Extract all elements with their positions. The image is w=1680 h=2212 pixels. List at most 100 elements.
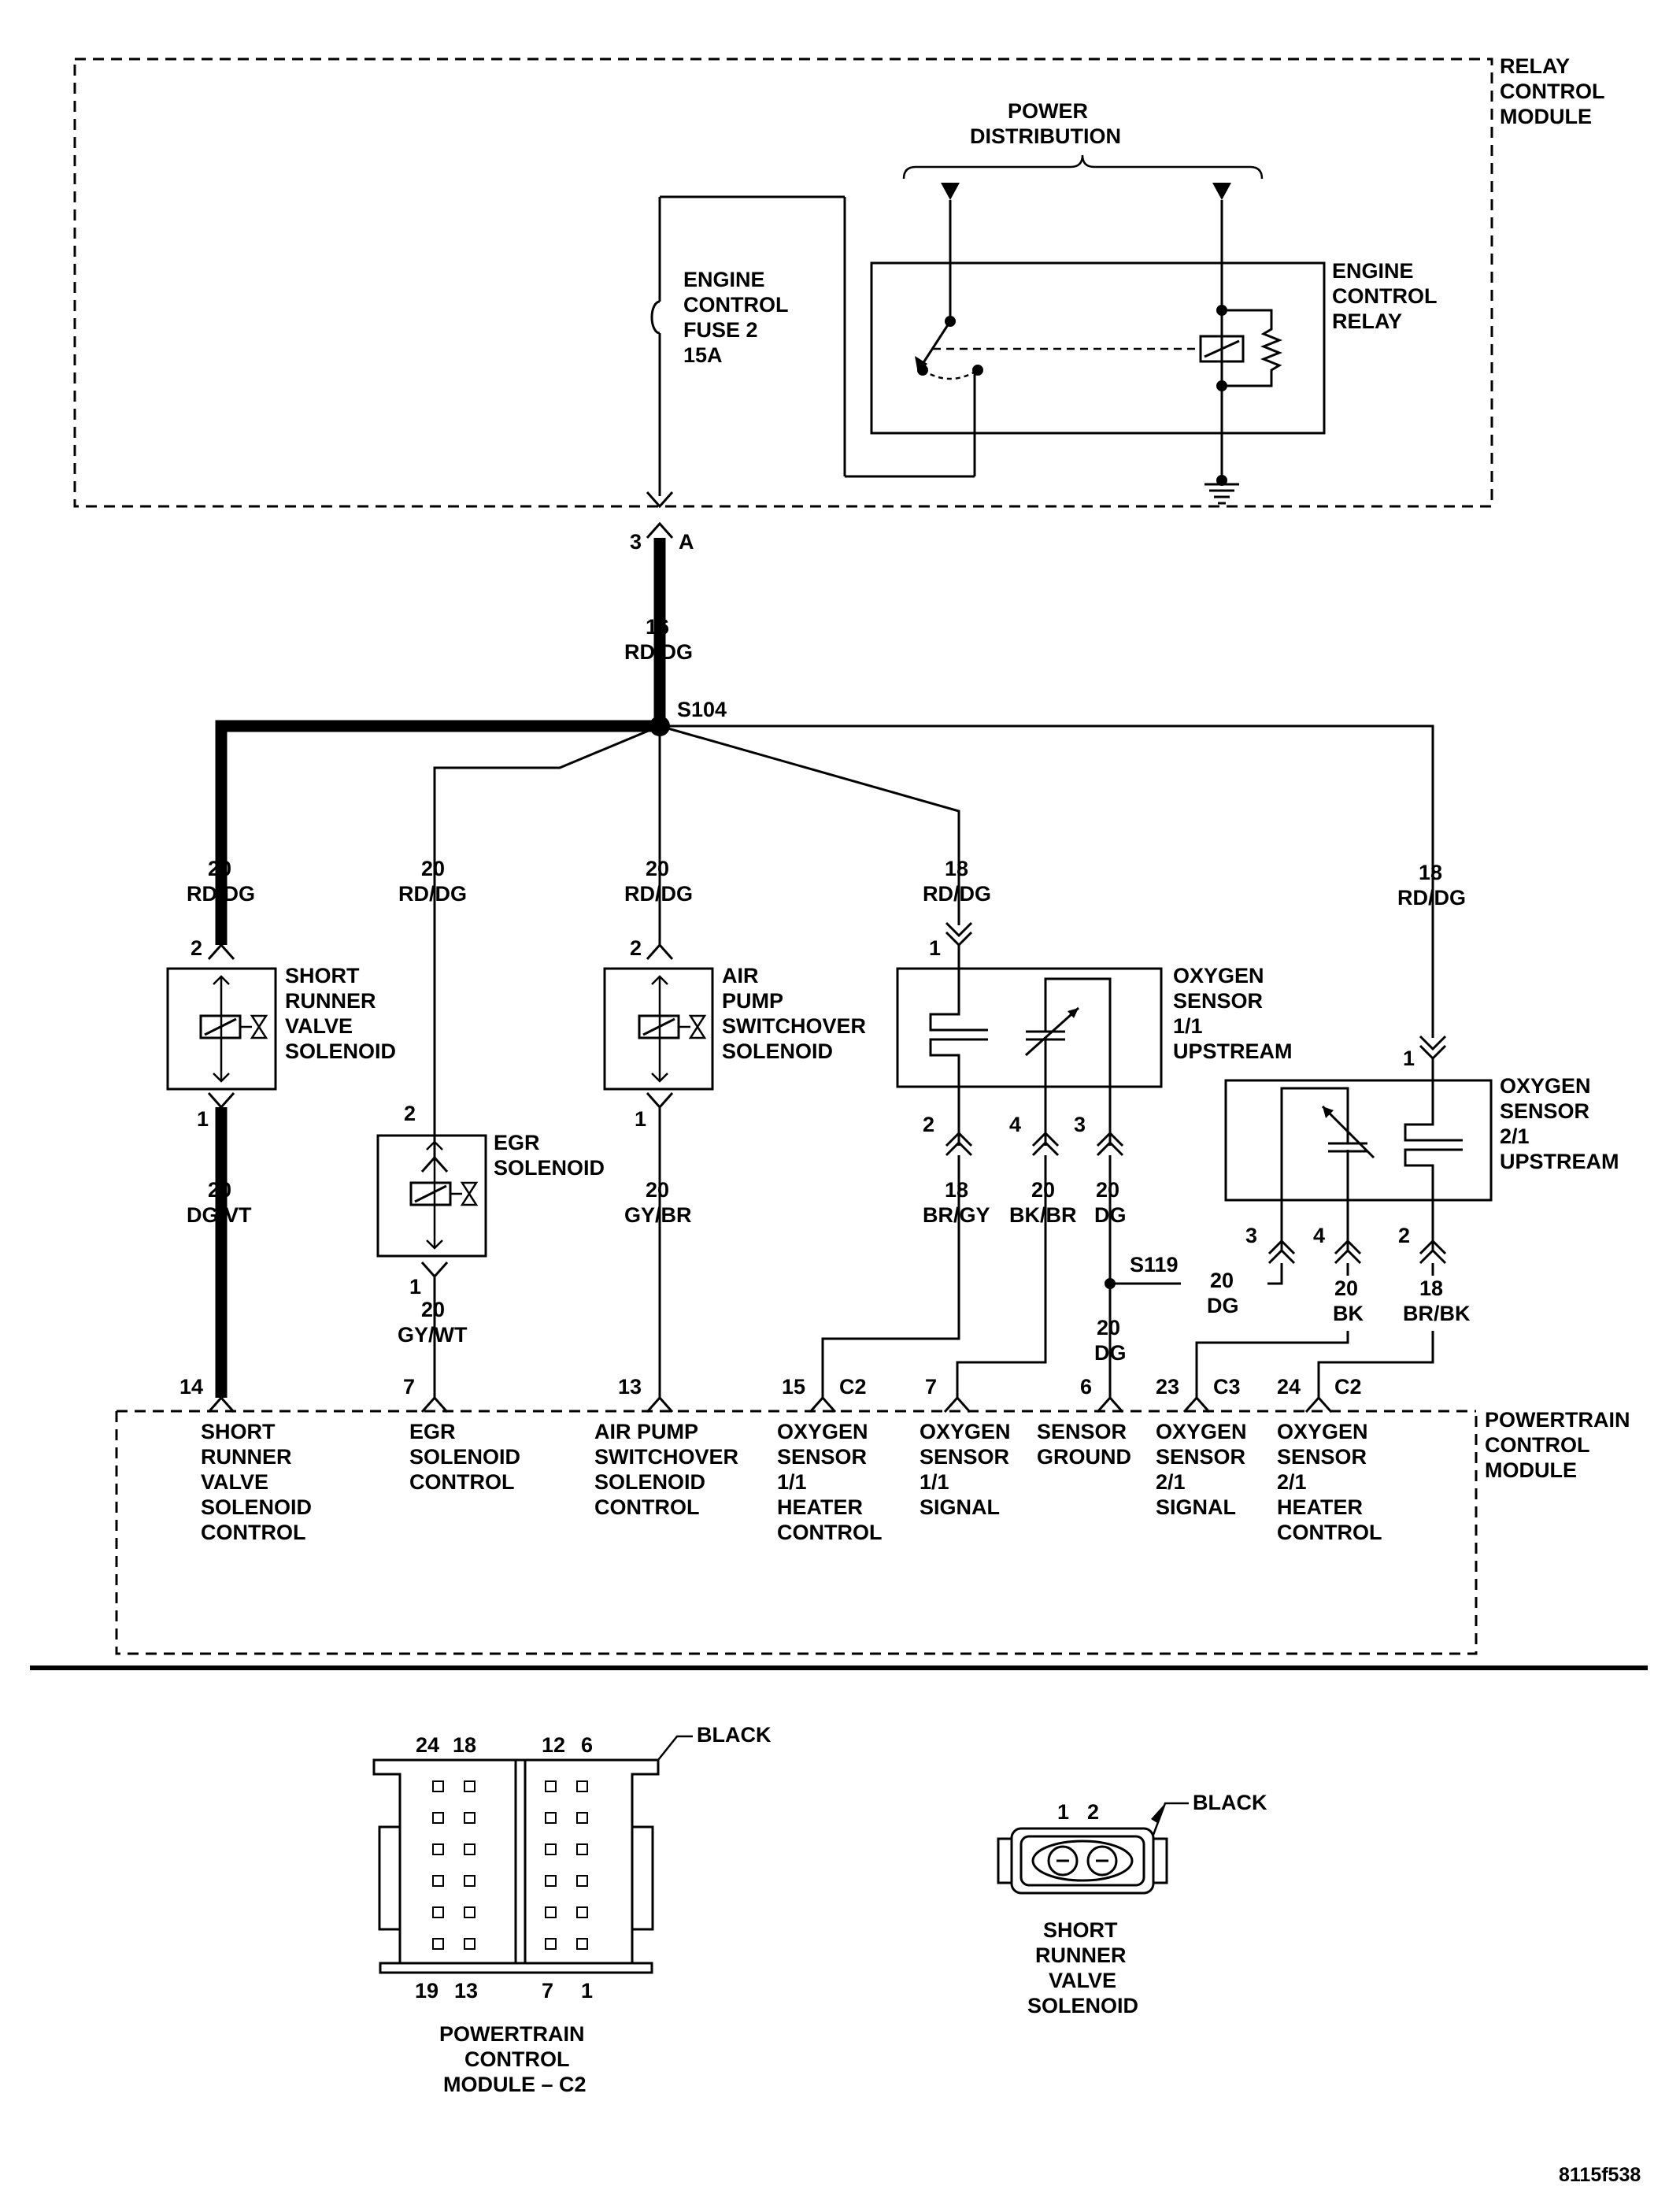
main-feed-pin-right: A xyxy=(679,530,694,554)
o2-11-pin-a: 2 xyxy=(923,1113,934,1136)
srv-conn-color: BLACK xyxy=(1193,1791,1267,1814)
power-distribution-label-1: POWER xyxy=(1008,99,1088,123)
svg-text:1/1: 1/1 xyxy=(777,1470,807,1494)
relay-module-label-1: RELAY xyxy=(1500,54,1570,78)
oxygen-sensor-1-1: 18 RD/DG 1 2 4 3 18 BR/GY 20 BK/BR 20 DG xyxy=(821,857,1163,1398)
pcm-label-o2-11-heater: OXYGEN SENSOR 1/1 HEATER CONTROL xyxy=(777,1420,882,1544)
o2-21-label-3: 2/1 xyxy=(1500,1125,1530,1148)
relay-box xyxy=(870,261,1326,435)
connector-cavity xyxy=(576,1843,588,1855)
svg-text:OXYGEN: OXYGEN xyxy=(920,1420,1011,1443)
pcm-c2-top-pin-3: 12 xyxy=(542,1733,565,1757)
wire-short-runner-feed xyxy=(215,720,660,945)
egr-feed-color: RD/DG xyxy=(398,882,467,906)
svg-text:SHORT: SHORT xyxy=(201,1420,276,1443)
svg-text:SIGNAL: SIGNAL xyxy=(920,1495,1000,1519)
pcm-c2-name-2: CONTROL xyxy=(464,2047,569,2071)
pcm-label-sensor-ground: SENSOR GROUND xyxy=(1037,1420,1131,1469)
connector-cavity xyxy=(576,1812,588,1824)
main-feed-color: RD/DG xyxy=(624,640,693,664)
powertrain-control-module: POWERTRAIN CONTROL MODULE 14 7 13 15 C2 … xyxy=(115,1375,1630,1655)
pcm-pin-5: 7 xyxy=(925,1375,937,1399)
svg-text:CONTROL: CONTROL xyxy=(201,1521,305,1544)
engine-control-relay xyxy=(870,200,1326,505)
pcm-conn-7: C3 xyxy=(1213,1375,1241,1399)
o2-21-color-b: BK xyxy=(1333,1302,1364,1325)
splice-s119: S119 20 DG xyxy=(1094,1253,1181,1365)
egr-label-2: SOLENOID xyxy=(494,1156,605,1180)
srv-pin-bottom: 1 xyxy=(197,1107,209,1131)
pcm-label-air: AIR PUMP SWITCHOVER SOLENOID CONTROL xyxy=(594,1420,738,1519)
pcm-c2-bottom-pin-2: 13 xyxy=(454,1979,478,2003)
main-feed-connector xyxy=(646,521,674,539)
o2-21-gauge-a: 20 xyxy=(1210,1269,1234,1292)
svg-text:SENSOR: SENSOR xyxy=(1037,1420,1127,1443)
svg-text:OXYGEN: OXYGEN xyxy=(777,1420,868,1443)
svg-text:1/1: 1/1 xyxy=(920,1470,949,1494)
pcm-label-2: CONTROL xyxy=(1485,1433,1589,1457)
air-feed-color: RD/DG xyxy=(624,882,693,906)
o2-21-label-1: OXYGEN xyxy=(1500,1074,1591,1098)
srv-conn-pin-1: 1 xyxy=(1057,1800,1069,1824)
srv-out-gauge: 20 xyxy=(208,1178,231,1202)
connector-cavity xyxy=(576,1906,588,1918)
o2-21-label-2: SENSOR xyxy=(1500,1099,1589,1123)
srv-label-2: RUNNER xyxy=(285,989,376,1013)
relay-label-2: CONTROL xyxy=(1332,284,1437,308)
pcm-pin-1: 14 xyxy=(179,1375,203,1399)
connector-cavity xyxy=(576,1875,588,1887)
pcm-c2-connector: 24 18 12 6 BLACK 19 13 7 1 POWERTRAIN CO… xyxy=(372,1723,772,2096)
connector-cavity xyxy=(545,1843,557,1855)
o2-21-label-4: UPSTREAM xyxy=(1500,1150,1619,1173)
pcm-conn-8: C2 xyxy=(1334,1375,1362,1399)
srv-conn-name-4: SOLENOID xyxy=(1027,1994,1138,2017)
svg-text:CONTROL: CONTROL xyxy=(409,1470,514,1494)
air-pump-switchover-solenoid: 20 RD/DG 2 1 20 GY/BR xyxy=(603,857,714,1398)
connector-cavity xyxy=(545,1906,557,1918)
pcm-pin-3: 13 xyxy=(618,1375,642,1399)
air-out-color: GY/BR xyxy=(624,1203,692,1227)
svg-text:AIR PUMP: AIR PUMP xyxy=(594,1420,698,1443)
srv-feed-gauge: 20 xyxy=(208,857,231,880)
relay-module-label-3: MODULE xyxy=(1500,105,1592,128)
wire-o2-21-feed xyxy=(660,724,1434,1038)
o2-11-gauge-b: 20 xyxy=(1031,1178,1055,1202)
egr-out-gauge: 20 xyxy=(421,1298,445,1321)
connector-cavity xyxy=(464,1780,476,1792)
o2-11-label-3: 1/1 xyxy=(1173,1014,1203,1038)
o2-21-pin-top: 1 xyxy=(1403,1047,1415,1070)
oxygen-sensor-2-1: 18 RD/DG 1 3 4 2 20 DG 20 BK 18 xyxy=(1195,861,1493,1398)
connector-cavity xyxy=(432,1812,444,1824)
connector-cavity xyxy=(545,1875,557,1887)
pcm-pin-6: 6 xyxy=(1080,1375,1092,1399)
svg-text:SENSOR: SENSOR xyxy=(1156,1445,1245,1469)
power-arrow-left xyxy=(941,183,960,200)
pcm-c2-bottom-pin-3: 7 xyxy=(542,1979,553,2003)
o2-11-box xyxy=(896,967,1163,1088)
egr-label-1: EGR xyxy=(494,1131,540,1154)
o2-21-feed-color: RD/DG xyxy=(1397,886,1466,910)
srv-conn-name-1: SHORT xyxy=(1043,1918,1118,1942)
connector-cavity xyxy=(464,1843,476,1855)
o2-11-pin-top: 1 xyxy=(929,936,941,960)
connector-cavity xyxy=(464,1938,476,1950)
air-pin-top: 2 xyxy=(630,936,642,960)
o2-21-gauge-b: 20 xyxy=(1334,1276,1358,1300)
pcm-c2-name-3: MODULE – C2 xyxy=(443,2073,587,2096)
main-feed-gauge: 16 xyxy=(646,615,669,639)
fuse-label-2: CONTROL xyxy=(683,293,788,317)
relay-control-module-border xyxy=(73,57,1493,508)
pcm-pin-4: 15 xyxy=(782,1375,805,1399)
short-runner-valve-solenoid: 20 RD/DG 2 1 20 DG/VT xyxy=(166,857,277,1398)
pcm-c2-top-pin-4: 6 xyxy=(581,1733,593,1757)
egr-pin-bottom: 1 xyxy=(409,1275,421,1299)
svg-text:VALVE: VALVE xyxy=(201,1470,268,1494)
o2-11-color-a: BR/GY xyxy=(923,1203,990,1227)
main-feed-pin-left: 3 xyxy=(630,530,642,554)
connector-cavity xyxy=(545,1938,557,1950)
engine-control-fuse xyxy=(650,195,976,496)
svg-text:2/1: 2/1 xyxy=(1277,1470,1307,1494)
o2-21-color-a: DG xyxy=(1207,1294,1239,1317)
relay-label-1: ENGINE xyxy=(1332,259,1414,283)
o2-21-feed-gauge: 18 xyxy=(1419,861,1442,884)
